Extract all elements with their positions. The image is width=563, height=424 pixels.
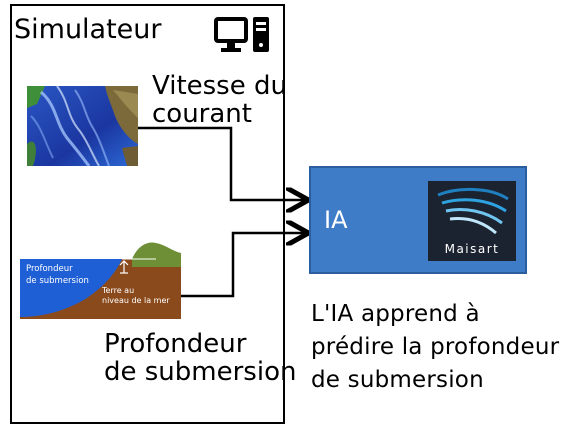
current-speed-map-image xyxy=(27,86,138,166)
submersion-depth-label: Profondeur de submersion xyxy=(104,330,296,386)
submersion-depth-diagram: Profondeur de submersion Terre au niveau… xyxy=(20,237,181,319)
ia-caption-line3: de submersion xyxy=(311,367,484,393)
current-to-ia-arrow xyxy=(138,126,306,200)
current-speed-label-line2: courant xyxy=(152,99,252,129)
ia-label: IA xyxy=(324,206,348,234)
inset-sea-label-line1: Profondeur xyxy=(26,264,73,274)
simulator-title: Simulateur xyxy=(14,14,162,45)
ia-caption-line2: prédire la profondeur xyxy=(311,334,560,360)
maisart-logo: Maisart xyxy=(428,181,516,261)
inset-sea-label-line2: de submersion xyxy=(26,276,89,286)
computer-icon xyxy=(214,17,269,52)
inset-land-label-line2: niveau de la mer xyxy=(102,296,170,305)
depth-to-ia-arrow xyxy=(181,233,306,298)
current-speed-label: Vitesse du courant xyxy=(152,72,287,128)
submersion-depth-label-line1: Profondeur xyxy=(104,329,247,359)
ia-caption-line1: L'IA apprend à xyxy=(311,301,480,327)
connector-arrows xyxy=(138,126,563,298)
current-speed-label-line1: Vitesse du xyxy=(152,71,287,101)
ia-caption: L'IA apprend à prédire la profondeur de … xyxy=(311,298,559,397)
submersion-depth-label-line2: de submersion xyxy=(104,357,297,387)
inset-land-label-line1: Terre au xyxy=(101,286,134,295)
maisart-logo-text: Maisart xyxy=(445,242,500,256)
